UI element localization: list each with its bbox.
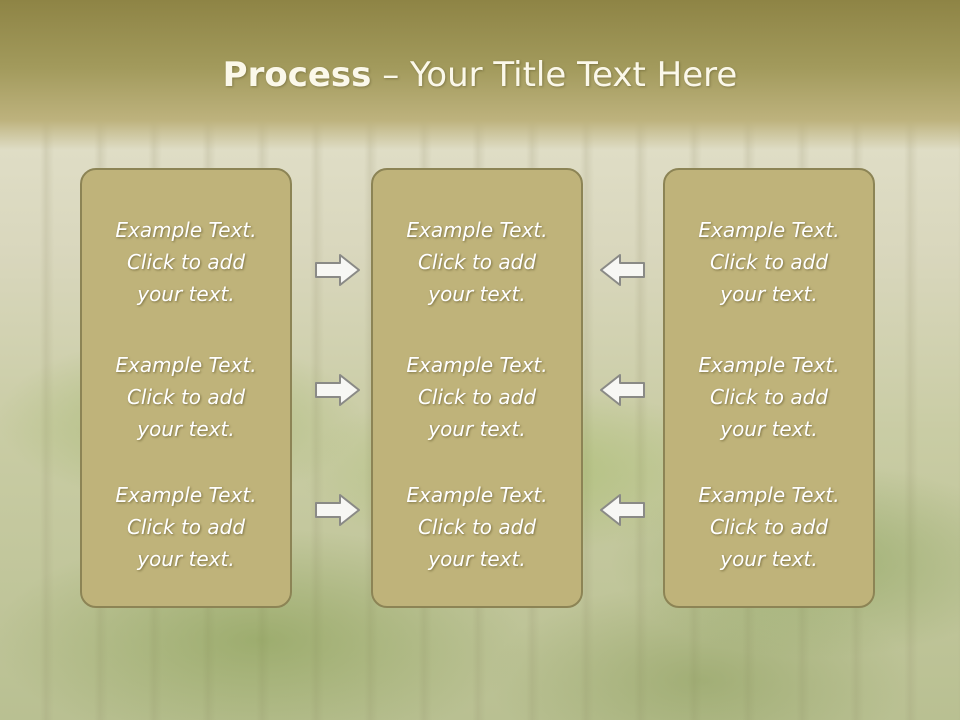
- text-line: your text.: [720, 547, 818, 571]
- text-line: Example Text.: [698, 483, 840, 507]
- text-line: Example Text.: [406, 483, 548, 507]
- text-line: your text.: [428, 417, 526, 441]
- text-line: your text.: [428, 282, 526, 306]
- arrow-right-icon: [315, 494, 360, 526]
- process-box-right[interactable]: Example Text. Click to add your text. Ex…: [663, 168, 875, 608]
- process-box-left[interactable]: Example Text. Click to add your text. Ex…: [80, 168, 292, 608]
- text-line: Example Text.: [698, 353, 840, 377]
- arrow-left-icon: [600, 254, 645, 286]
- title-dash: –: [371, 55, 411, 95]
- title-bold: Process: [222, 55, 372, 95]
- text-line: your text.: [720, 282, 818, 306]
- text-line: Click to add: [417, 250, 537, 274]
- text-line: Example Text.: [406, 353, 548, 377]
- text-line: Example Text.: [115, 483, 257, 507]
- arrow-left-icon: [600, 494, 645, 526]
- text-line: your text.: [720, 417, 818, 441]
- text-line: Example Text.: [115, 353, 257, 377]
- text-block[interactable]: Example Text. Click to add your text.: [82, 479, 290, 575]
- text-line: Click to add: [417, 385, 537, 409]
- text-block[interactable]: Example Text. Click to add your text.: [82, 349, 290, 445]
- text-line: Click to add: [126, 515, 246, 539]
- text-line: Example Text.: [115, 218, 257, 242]
- text-line: Example Text.: [406, 218, 548, 242]
- text-line: Click to add: [126, 385, 246, 409]
- title-bar: [0, 0, 960, 150]
- text-line: Click to add: [709, 250, 829, 274]
- text-line: your text.: [137, 417, 235, 441]
- arrow-left-icon: [600, 374, 645, 406]
- text-line: Click to add: [417, 515, 537, 539]
- text-line: your text.: [137, 282, 235, 306]
- arrow-right-icon: [315, 374, 360, 406]
- title-rest: Your Title Text Here: [410, 55, 738, 95]
- text-block[interactable]: Example Text. Click to add your text.: [373, 479, 581, 575]
- text-block[interactable]: Example Text. Click to add your text.: [373, 214, 581, 310]
- text-line: Click to add: [126, 250, 246, 274]
- text-line: your text.: [428, 547, 526, 571]
- text-block[interactable]: Example Text. Click to add your text.: [665, 214, 873, 310]
- text-line: your text.: [137, 547, 235, 571]
- text-block[interactable]: Example Text. Click to add your text.: [665, 349, 873, 445]
- text-line: Click to add: [709, 515, 829, 539]
- arrow-right-icon: [315, 254, 360, 286]
- text-line: Example Text.: [698, 218, 840, 242]
- text-line: Click to add: [709, 385, 829, 409]
- text-block[interactable]: Example Text. Click to add your text.: [373, 349, 581, 445]
- text-block[interactable]: Example Text. Click to add your text.: [82, 214, 290, 310]
- process-box-center[interactable]: Example Text. Click to add your text. Ex…: [371, 168, 583, 608]
- text-block[interactable]: Example Text. Click to add your text.: [665, 479, 873, 575]
- slide-title[interactable]: Process – Your Title Text Here: [0, 55, 960, 95]
